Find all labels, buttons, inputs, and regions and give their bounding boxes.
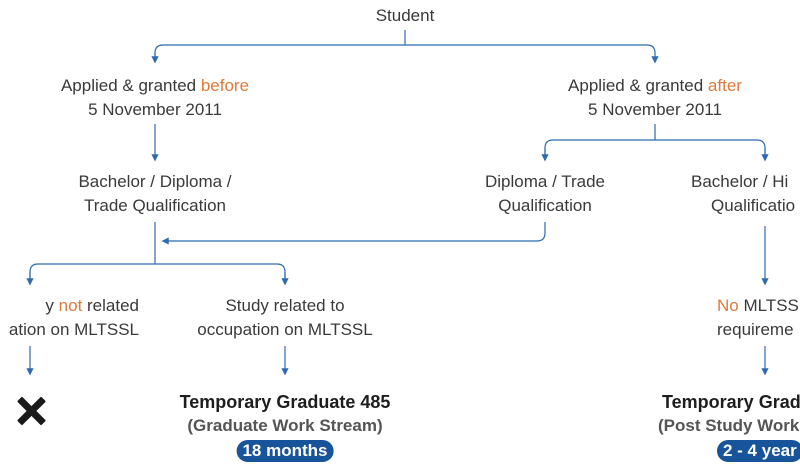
no-mltssl-line2: requireme — [717, 320, 794, 339]
root-node-student: Student — [376, 4, 435, 28]
outcome-post-study-subtitle: (Post Study Work — [658, 416, 800, 435]
diploma-trade-line1: Diploma / Trade — [485, 172, 605, 191]
not-related-prefix: y — [45, 296, 59, 315]
outcome-temporary-graduate-485: Temporary Graduate 485 (Graduate Work St… — [179, 390, 391, 463]
applied-after-line2: 5 November 2011 — [588, 100, 722, 119]
not-related-suffix: related — [82, 296, 139, 315]
related-line2: occupation on MLTSSL — [197, 320, 373, 339]
applied-before-highlight: before — [200, 76, 250, 95]
connector-diploma-merge — [161, 222, 546, 245]
applied-before-line2: 5 November 2011 — [88, 100, 222, 119]
outcome-485-duration-badge: 18 months — [236, 440, 334, 462]
outcome-post-study-work: Temporary Gradu (Post Study Work 2 - 4 y… — [658, 390, 800, 463]
applied-after-highlight: after — [707, 76, 742, 95]
node-diploma-trade: Diploma / Trade Qualification — [485, 170, 605, 218]
node-bachelor-higher: Bachelor / Hi Qualificatio — [691, 170, 795, 218]
connector-root-bar — [154, 44, 655, 62]
bachelor-higher-line2: Qualificatio — [711, 196, 796, 215]
outcome-485-title: Temporary Graduate 485 — [179, 392, 391, 412]
cross-icon — [16, 396, 46, 426]
outcome-post-study-title: Temporary Gradu — [662, 392, 800, 412]
outcome-485-subtitle: (Graduate Work Stream) — [187, 416, 383, 435]
node-study-related: Study related to occupation on MLTSSL — [197, 294, 372, 342]
node-study-not-related: y not related ation on MLTSSL — [0, 294, 139, 342]
no-mltssl-line1: No MLTSS — [717, 294, 799, 318]
root-label: Student — [375, 6, 435, 25]
bachelor-higher-line1: Bachelor / Hi — [691, 172, 789, 191]
node-applied-before: Applied & granted before 5 November 2011 — [61, 74, 249, 122]
not-related-highlight: not — [58, 296, 83, 315]
no-mltssl-highlight: No — [717, 296, 739, 315]
applied-before-prefix: Applied & granted — [60, 76, 201, 95]
connector-study-bar — [29, 263, 286, 284]
outcome-post-study-duration-badge: 2 - 4 year — [717, 440, 800, 462]
diploma-trade-line2: Qualification — [498, 196, 592, 215]
related-line1: Study related to — [225, 296, 345, 315]
before-qualification-line1: Bachelor / Diploma / — [78, 172, 232, 191]
applied-before-line1: Applied & granted before — [61, 74, 249, 98]
node-no-mltssl: No MLTSS requireme — [717, 294, 799, 342]
applied-after-line1: Applied & granted after — [568, 74, 742, 98]
not-related-line2: ation on MLTSSL — [8, 320, 139, 339]
node-before-qualification: Bachelor / Diploma / Trade Qualification — [78, 170, 231, 218]
applied-after-prefix: Applied & granted — [568, 76, 708, 95]
connector-after-bar — [544, 139, 766, 160]
not-related-line1: y not related — [0, 294, 139, 318]
before-qualification-line2: Trade Qualification — [83, 196, 227, 215]
node-applied-after: Applied & granted after 5 November 2011 — [568, 74, 742, 122]
no-mltssl-suffix: MLTSS — [738, 296, 799, 315]
